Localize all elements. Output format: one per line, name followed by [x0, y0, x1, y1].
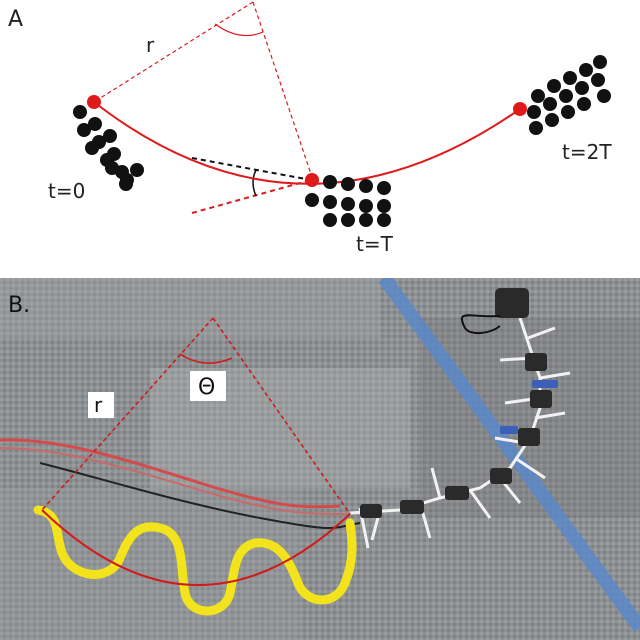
- tangent-line-black: [191, 157, 312, 181]
- radius-guides: [93, 1, 314, 181]
- tether-cable-red: [0, 438, 341, 509]
- panel-a-schematic: A r t=0 t=T: [0, 0, 640, 278]
- trajectory-arc: [93, 101, 521, 185]
- angle-label-b: Θ: [198, 375, 215, 400]
- time-label-tT: t=T: [356, 232, 394, 256]
- center-angle-arc: [214, 23, 264, 37]
- snake-t0: [73, 105, 144, 191]
- time-label-t2T: t=2T: [562, 140, 612, 164]
- head-marker-t0: [87, 95, 101, 109]
- yellow-trajectory-trail: [33, 505, 357, 616]
- radius-line-left: [93, 1, 254, 103]
- carpet-tile: [0, 278, 380, 338]
- tangent-angle-arc: [252, 169, 257, 197]
- tangent-line-red: [191, 179, 312, 214]
- radius-line-right: [252, 1, 314, 181]
- time-label-t0: t=0: [48, 179, 85, 203]
- panel-b-svg: B.: [0, 278, 640, 640]
- radius-label-box: [88, 392, 114, 418]
- carpet-floor: [0, 278, 640, 640]
- panel-b-label: B.: [8, 293, 30, 318]
- angle-label-box: [190, 371, 226, 401]
- radius-guides-b: [41, 317, 351, 515]
- snake-tT: [305, 175, 391, 227]
- robot-modules: [360, 288, 552, 518]
- panel-a-label: A: [8, 7, 23, 32]
- tether-cable-pink: [0, 447, 351, 515]
- radius-label: r: [146, 33, 155, 57]
- panel-a-svg: A r t=0 t=T: [8, 1, 612, 256]
- panel-b-photo: B.: [0, 278, 640, 640]
- head-marker-t2T: [513, 102, 527, 116]
- trajectory-arc-b: [41, 509, 351, 586]
- robot-blue-parts: [500, 380, 558, 434]
- carpet-tile: [150, 368, 410, 488]
- snake-t2T: [527, 55, 611, 135]
- radius-label-b: r: [94, 393, 103, 417]
- blue-tape-line: [378, 278, 640, 633]
- head-marker-tT: [305, 173, 319, 187]
- center-angle-arc-b: [179, 353, 233, 364]
- robot-cable-loop: [460, 314, 501, 334]
- tether-cable-black: [39, 462, 361, 529]
